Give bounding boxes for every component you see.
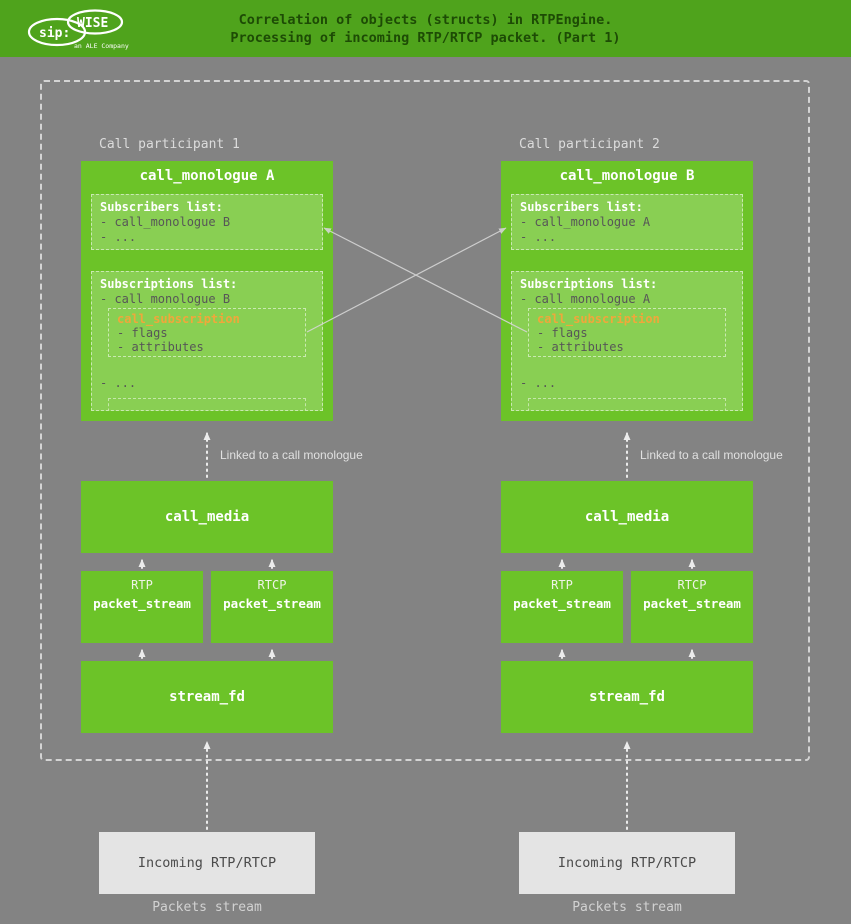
subscriptions-list: Subscriptions list: - call monologue B c… — [91, 271, 323, 411]
subscription-item: - attributes — [537, 340, 624, 354]
participant-label: Call participant 2 — [519, 137, 660, 152]
packet-stream-box-rtp: RTP packet_stream — [81, 571, 203, 643]
stream-type-label: RTP — [551, 578, 573, 592]
stream-type-label: RTP — [131, 578, 153, 592]
title-line-2: Processing of incoming RTP/RTCP packet. … — [230, 30, 621, 47]
stream-type-label: RTCP — [677, 578, 707, 592]
call-subscription-box: call_subscription - flags - attributes — [528, 308, 726, 357]
sipwise-logo: sip: WISE an ALE Company — [27, 9, 129, 50]
header: sip: WISE an ALE Company Correlation of … — [0, 0, 851, 57]
packet-stream-box-rtcp: RTCP packet_stream — [211, 571, 333, 643]
logo-tagline: an ALE Company — [74, 42, 129, 50]
subscribers-item: - ... — [100, 230, 137, 244]
subscriptions-item: - call monologue A — [520, 292, 651, 306]
participant-column-1: Call participant 1 call_monologue A Subs… — [81, 0, 363, 924]
subscribers-list: Subscribers list: - call_monologue B - .… — [91, 194, 323, 250]
title-line-1: Correlation of objects (structs) in RTPE… — [238, 12, 613, 28]
packet-stream-label: packet_stream — [643, 596, 741, 611]
logo-text-wise: WISE — [77, 16, 108, 31]
linked-to-monologue-label: Linked to a call monologue — [640, 448, 783, 462]
incoming-packet-box: Incoming RTP/RTCP — [519, 832, 735, 894]
subscriptions-more: - ... — [520, 376, 557, 390]
subscribers-heading: Subscribers list: — [520, 200, 643, 214]
linked-to-monologue-label: Linked to a call monologue — [220, 448, 363, 462]
call-subscription-title: call_subscription — [537, 312, 660, 326]
packet-stream-label: packet_stream — [223, 596, 321, 611]
subscriptions-heading: Subscriptions list: — [520, 277, 658, 291]
logo-text-sip: sip: — [39, 26, 70, 41]
subscribers-heading: Subscribers list: — [100, 200, 223, 214]
participant-label: Call participant 1 — [99, 137, 240, 152]
call-subscription-title: call_subscription — [117, 312, 240, 326]
subscribers-list: Subscribers list: - call_monologue A - .… — [511, 194, 743, 250]
packet-stream-box-rtp: RTP packet_stream — [501, 571, 623, 643]
subscription-item: - flags — [117, 326, 168, 340]
subscription-item: - attributes — [117, 340, 204, 354]
call-monologue-box: call_monologue B Subscribers list: - cal… — [501, 161, 753, 421]
call-subscription-box: call_subscription - flags - attributes — [108, 308, 306, 357]
subscriptions-more: - ... — [100, 376, 137, 390]
page-title: Correlation of objects (structs) in RTPE… — [0, 11, 851, 47]
packets-stream-label: Packets stream — [572, 900, 682, 915]
packet-stream-box-rtcp: RTCP packet_stream — [631, 571, 753, 643]
subscription-item: - flags — [537, 326, 588, 340]
subscribers-item: - call_monologue B — [100, 215, 231, 229]
call-monologue-title: call_monologue B — [559, 168, 695, 184]
packet-stream-label: packet_stream — [513, 596, 611, 611]
stream-fd-box: stream_fd — [501, 661, 753, 733]
subscribers-item: - ... — [520, 230, 557, 244]
call-media-box: call_media — [81, 481, 333, 553]
packet-stream-label: packet_stream — [93, 596, 191, 611]
stream-fd-box: stream_fd — [81, 661, 333, 733]
subscriptions-list: Subscriptions list: - call monologue A c… — [511, 271, 743, 411]
subscribers-item: - call_monologue A — [520, 215, 651, 229]
call-media-box: call_media — [501, 481, 753, 553]
next-subscription-ghost-box — [108, 398, 306, 410]
incoming-packet-box: Incoming RTP/RTCP — [99, 832, 315, 894]
stream-type-label: RTCP — [257, 578, 287, 592]
call-monologue-box: call_monologue A Subscribers list: - cal… — [81, 161, 333, 421]
diagram-frame — [40, 80, 810, 761]
subscriptions-item: - call monologue B — [100, 292, 231, 306]
subscriptions-heading: Subscriptions list: — [100, 277, 238, 291]
call-monologue-title: call_monologue A — [139, 168, 275, 184]
next-subscription-ghost-box — [528, 398, 726, 410]
participant-column-2: Call participant 2 call_monologue B Subs… — [501, 0, 783, 924]
packets-stream-label: Packets stream — [152, 900, 262, 915]
